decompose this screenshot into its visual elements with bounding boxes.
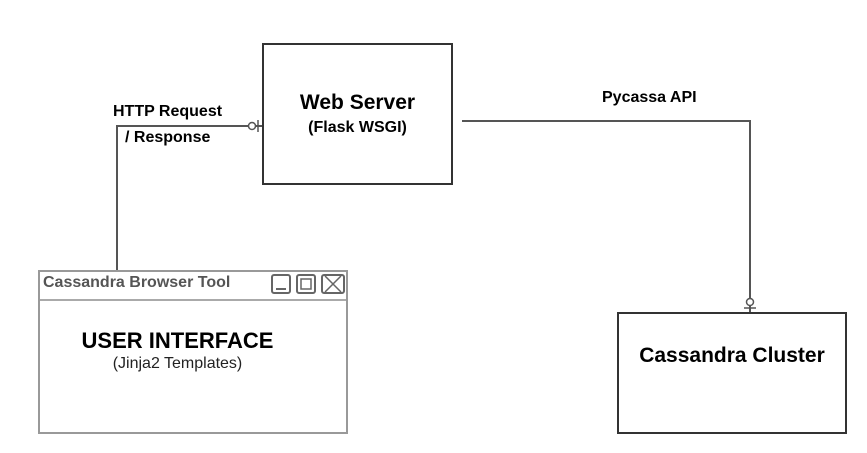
pycassa-api-label: Pycassa API: [602, 89, 697, 106]
pycassa-connector-line: [462, 120, 751, 312]
web-server-box: Web Server (Flask WSGI): [262, 43, 453, 185]
ui-window-title: Cassandra Browser Tool: [43, 274, 231, 291]
http-connector-end-circle: [247, 121, 257, 131]
cassandra-cluster-box: Cassandra Cluster: [617, 312, 847, 434]
minimize-icon[interactable]: [271, 274, 291, 294]
ui-heading: USER INTERFACE: [81, 328, 274, 353]
web-server-subtitle: (Flask WSGI): [308, 119, 407, 136]
ui-window: Cassandra Browser Tool USER INTERFACE (J…: [38, 270, 348, 434]
pycassa-connector-end-circle: [745, 297, 755, 307]
ui-subheading: (Jinja2 Templates): [112, 355, 243, 372]
maximize-icon[interactable]: [296, 274, 316, 294]
cluster-title: Cassandra Cluster: [639, 344, 825, 367]
http-label-line1: HTTP Request: [113, 103, 223, 120]
ui-window-titlebar: Cassandra Browser Tool: [40, 272, 346, 301]
web-server-title: Web Server: [299, 91, 416, 114]
http-connector-line: [116, 125, 262, 271]
http-label-line2: / Response: [125, 129, 211, 146]
close-icon[interactable]: [321, 274, 345, 294]
